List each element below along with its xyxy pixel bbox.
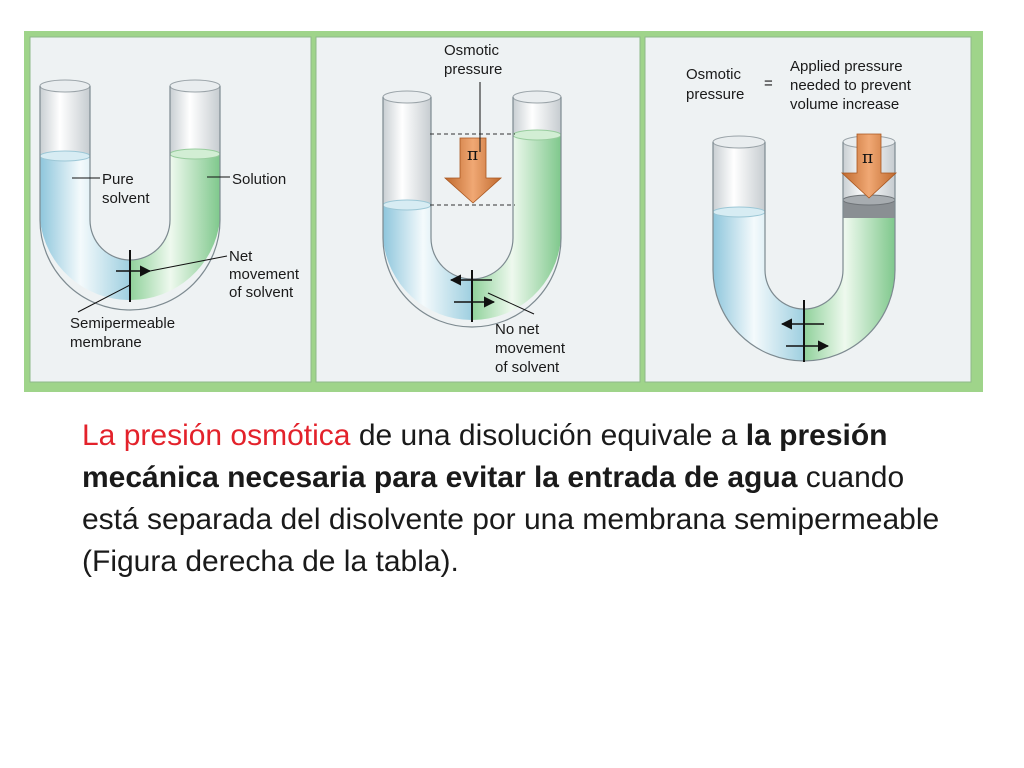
solvent-surface [382, 199, 432, 211]
pi-symbol: π [467, 145, 478, 165]
applied-pressure-arrow [840, 133, 898, 199]
label-solution: Solution [232, 171, 286, 188]
solution-surface [169, 148, 221, 160]
left-tube-glass [40, 86, 90, 156]
left-tube-glass [383, 97, 431, 205]
left-tube-rim [39, 79, 91, 93]
solvent-liquid [383, 205, 472, 321]
left-tube-rim [712, 135, 766, 149]
solution-liquid [804, 208, 895, 361]
leader-net-movement [149, 255, 228, 272]
caption-text-1: de una disolución equivale a [350, 419, 746, 452]
left-tube-glass [713, 142, 765, 212]
osmotic-pressure-arrow [443, 137, 503, 204]
right-tube-rim [169, 79, 221, 93]
pure-solvent-liquid [40, 156, 130, 301]
leader-membrane [77, 284, 131, 313]
left-tube-rim [382, 90, 432, 104]
caption-text-2: cuando está separada del disolvente por … [82, 461, 940, 578]
leader-no-net-movement [487, 292, 535, 315]
pi-symbol: π [862, 148, 873, 168]
solvent-surface [712, 206, 766, 218]
caption-paragraph: La presión osmótica de una disolución eq… [82, 415, 942, 583]
equals-sign: = [764, 75, 773, 92]
pure-solvent-surface [39, 150, 91, 162]
solution-liquid [130, 154, 220, 301]
right-tube-rim [512, 90, 562, 104]
right-tube-glass [170, 86, 220, 154]
caption-bold-definition: la presión mecánica necesaria para evita… [82, 419, 888, 494]
solution-liquid [472, 135, 561, 321]
panel-2-background [315, 36, 641, 383]
caption-accent-term: La presión osmótica [82, 419, 351, 452]
solution-surface [512, 129, 562, 141]
